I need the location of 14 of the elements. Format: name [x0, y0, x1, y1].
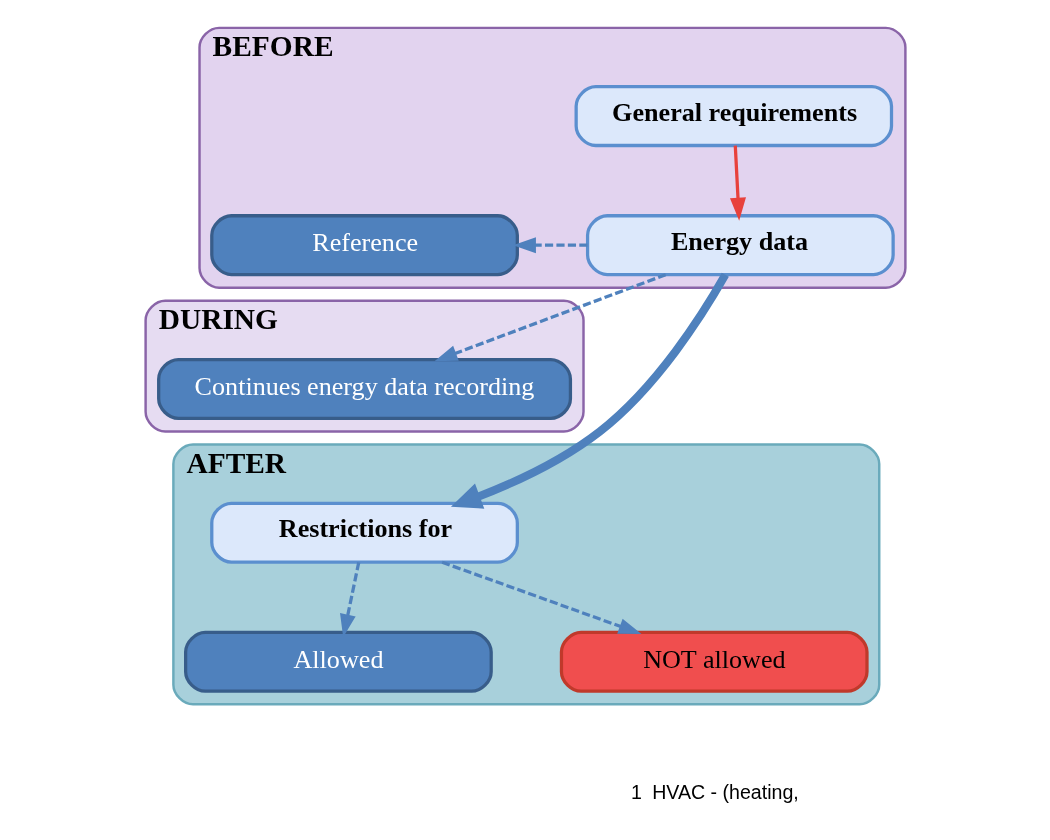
node-box: Energy data	[585, 214, 895, 277]
label: HVAC - (heating,	[651, 781, 799, 804]
label: 1	[630, 781, 642, 804]
arrow	[729, 145, 746, 221]
node-box: NOT allowed	[559, 630, 869, 693]
arrow	[450, 272, 729, 509]
node-box: Allowed	[183, 630, 493, 693]
node-box: General requirements	[574, 85, 893, 148]
node-box: Restrictions for	[209, 501, 519, 564]
node-box: Continues energy data recording	[156, 357, 572, 420]
arrow	[433, 273, 666, 362]
node-box: Reference	[209, 214, 519, 277]
arrow	[512, 237, 587, 254]
arrow	[441, 560, 641, 635]
